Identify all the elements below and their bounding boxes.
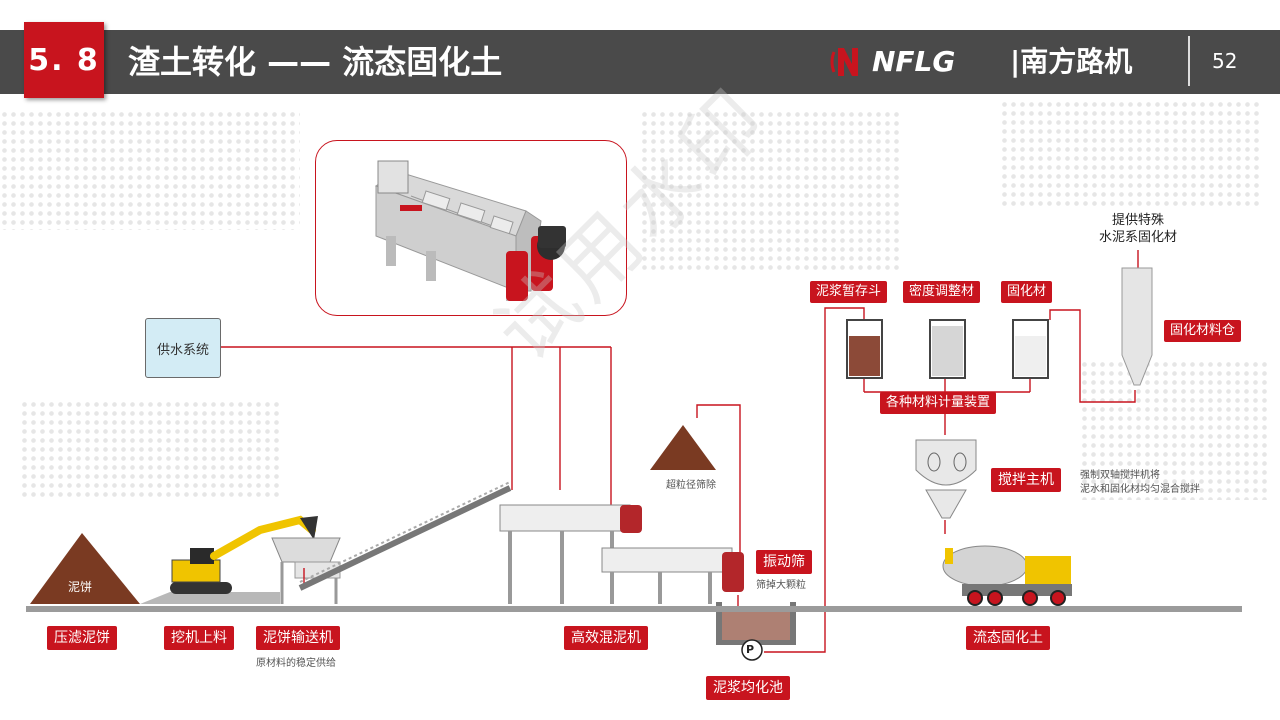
water-supply-label: 供水系统 [156,342,209,358]
cake-conveyor-note: 原材料的稳定供给 [256,658,336,669]
water-supply-box: 供水系统 [145,318,221,378]
pump-symbol: P [746,643,755,656]
slurry-hopper-tag: 泥浆暂存斗 [810,281,888,303]
filter-cake-pile-label: 泥饼 [68,580,93,594]
background-map-texture-2 [20,400,280,500]
nflg-logo-icon [830,48,858,76]
vibrating-screen-tag: 振动筛 [756,550,812,574]
mixer-note-line2: 泥水和固化材均匀混合搅拌 [1080,484,1200,495]
header-separator [1188,36,1190,86]
ground-line [26,606,1242,612]
header-bar [0,30,1280,94]
vibrating-screen-note: 筛掉大颗粒 [756,580,806,591]
oversize-removal-label: 超粒径筛除 [666,480,716,491]
fluid-soil-tag: 流态固化土 [966,626,1050,650]
mixer-note-line1: 强制双轴搅拌机将 [1080,470,1160,481]
page-number: 52 [1212,49,1238,73]
brand-logo-text: NFLG [872,45,956,78]
density-material-tag: 密度调整材 [903,281,981,303]
pressed-cake-tag: 压滤泥饼 [47,626,117,650]
slurry-tank-tag: 泥浆均化池 [706,676,790,700]
special-cement-note: 提供特殊 水泥系固化材 [1098,213,1177,245]
background-map-texture-5 [1080,360,1270,500]
metering-device-tag: 各种材料计量装置 [880,392,997,414]
page-title: 渣土转化 —— 流态固化土 [128,43,503,81]
background-map-texture-1 [0,110,300,230]
section-number-badge: 5. 8 [24,22,104,98]
curing-silo-tag: 固化材料仓 [1164,320,1242,342]
background-map-texture-3 [640,110,900,270]
background-map-texture-4 [1000,100,1260,210]
main-mixer-tag: 搅拌主机 [991,468,1061,492]
curing-material-tag: 固化材 [1001,281,1053,303]
mud-mixer-tag: 高效混泥机 [564,626,648,650]
excavator-loading-tag: 挖机上料 [164,626,234,650]
cake-conveyor-tag: 泥饼输送机 [256,626,340,650]
brand-logo-cn: |南方路机 [1010,45,1133,78]
twin-shaft-mixer-photo [315,140,627,316]
